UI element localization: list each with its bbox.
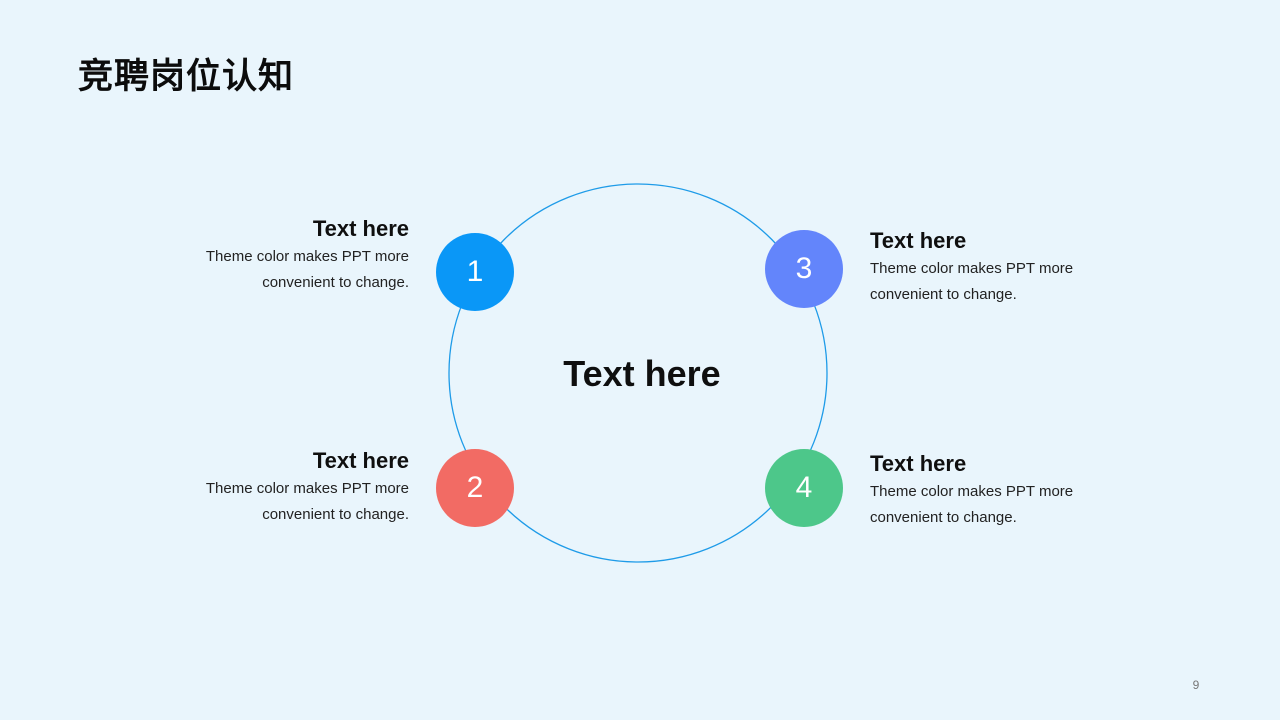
node-2-number: 2 [466, 471, 484, 504]
node-1-number: 1 [466, 255, 484, 288]
node-2-circle: 2 [436, 449, 514, 527]
node-3-circle: 3 [765, 230, 843, 308]
text-block-3-line2: convenient to change. [870, 286, 1017, 303]
node-4-number: 4 [795, 471, 813, 504]
text-block-3-line1: Theme color makes PPT more [870, 260, 1074, 277]
text-block-4-heading: Text here [870, 451, 967, 476]
text-block-2: Text here Theme color makes PPT more con… [149, 448, 409, 528]
text-block-4: Text here Theme color makes PPT more con… [870, 451, 1130, 531]
node-3-number: 3 [795, 252, 813, 285]
text-block-3: Text here Theme color makes PPT more con… [870, 228, 1130, 308]
text-block-4-line1: Theme color makes PPT more [870, 483, 1074, 500]
text-block-2-line1: Theme color makes PPT more [205, 480, 409, 497]
center-label: Text here [563, 353, 721, 394]
page-number: 9 [1192, 678, 1200, 692]
text-block-1: Text here Theme color makes PPT more con… [149, 216, 409, 296]
text-block-1-heading: Text here [312, 216, 409, 241]
slide-title: 竞聘岗位认知 [78, 57, 295, 97]
text-block-3-heading: Text here [870, 228, 967, 253]
text-block-2-line2: convenient to change. [262, 506, 409, 523]
text-block-4-line2: convenient to change. [870, 509, 1017, 526]
cycle-ring [448, 183, 828, 563]
text-block-1-line1: Theme color makes PPT more [205, 248, 409, 265]
text-block-2-heading: Text here [312, 448, 409, 473]
node-1-circle: 1 [436, 233, 514, 311]
node-4-circle: 4 [765, 449, 843, 527]
text-block-1-line2: convenient to change. [262, 274, 409, 291]
